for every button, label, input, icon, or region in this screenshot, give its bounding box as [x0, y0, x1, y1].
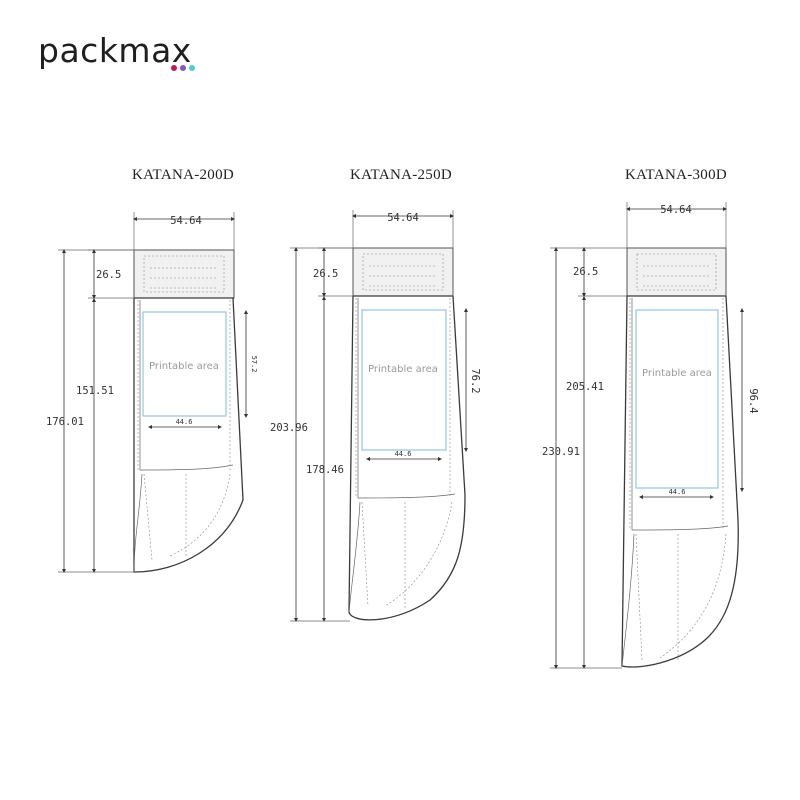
- product-title: KATANA-200D: [132, 167, 234, 183]
- printable-width-label: 44.6: [669, 488, 686, 496]
- printable-area: [142, 311, 227, 417]
- logo-dot-1: [171, 65, 177, 71]
- printable-area-label: Printable area: [368, 364, 438, 375]
- printable-height-label: 57.2: [250, 356, 258, 373]
- printable-width-label: 44.6: [395, 450, 412, 458]
- body-height-label: 178.46: [306, 464, 344, 476]
- product-diagram-200d: KATANA-200D 54.64 Printable area 44.6 57…: [46, 167, 258, 573]
- cap: [626, 247, 727, 297]
- product-diagram-250d: KATANA-250D 54.64 Printable area 44.6 76…: [270, 167, 481, 622]
- printable-area-label: Printable area: [149, 361, 219, 372]
- cap-height-label: 26.5: [313, 268, 338, 280]
- overall-height-label: 203.96: [270, 422, 308, 434]
- cap-width-label: 54.64: [387, 212, 419, 224]
- overall-height-label: 230.91: [542, 446, 580, 458]
- product-title: KATANA-300D: [625, 167, 727, 183]
- pouch-body: [621, 295, 739, 668]
- product-diagram-300d: KATANA-300D 54.64 Printable area 44.6 96…: [542, 167, 759, 669]
- pouch-body: [348, 295, 466, 621]
- cap-width-label: 54.64: [660, 204, 692, 216]
- body-height-label: 151.51: [76, 385, 114, 397]
- printable-height-label: 96.4: [747, 388, 759, 413]
- brand-logo: packmax: [38, 31, 195, 71]
- brand-name: packmax: [38, 31, 192, 70]
- cap-width-label: 54.64: [170, 215, 202, 227]
- logo-dot-3: [189, 65, 195, 71]
- pouch-body: [133, 297, 244, 573]
- printable-area: [361, 309, 447, 451]
- body-height-label: 205.41: [566, 381, 604, 393]
- product-title: KATANA-250D: [350, 167, 452, 183]
- printable-area: [635, 309, 719, 489]
- cap-height-label: 26.5: [573, 266, 598, 278]
- cap-height-label: 26.5: [96, 269, 121, 281]
- logo-dot-2: [180, 65, 186, 71]
- overall-height-label: 176.01: [46, 416, 84, 428]
- printable-height-label: 76.2: [469, 368, 481, 393]
- cap: [133, 249, 235, 299]
- printable-area-label: Printable area: [642, 368, 712, 379]
- printable-width-label: 44.6: [176, 418, 193, 426]
- cap: [352, 247, 454, 297]
